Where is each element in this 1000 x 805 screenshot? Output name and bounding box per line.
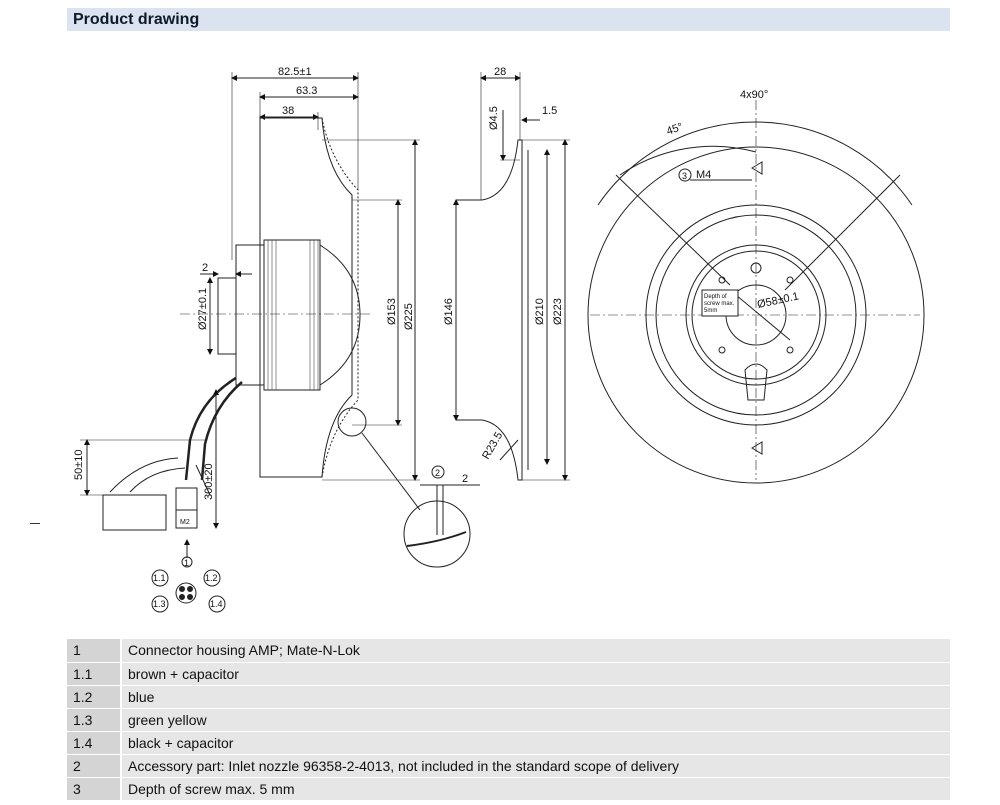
dim-cable-50: 50±10 <box>73 449 85 480</box>
table-row: 2 Accessory part: Inlet nozzle 96358-2-4… <box>67 754 950 778</box>
section-title: Product drawing <box>73 11 200 28</box>
dim-cable-300: 300±20 <box>203 463 215 500</box>
legend-id: 1.2 <box>67 685 121 709</box>
dim-r23-5: R23.5 <box>480 430 505 461</box>
connector-tag: M2 <box>180 519 190 526</box>
side-view <box>80 72 480 613</box>
section-header: Product drawing <box>67 8 950 31</box>
depth-note-line-1: Depth of <box>704 294 727 300</box>
depth-note-line-2: screw max. <box>704 301 735 307</box>
callout-2: 2 <box>435 468 440 478</box>
legend-text: Connector housing AMP; Mate-N-Lok <box>120 639 950 663</box>
dim-d210: Ø210 <box>534 298 546 325</box>
legend-text: Accessory part: Inlet nozzle 96358-2-401… <box>120 754 950 778</box>
dim-4-5: Ø4.5 <box>488 106 500 130</box>
table-row: 3 Depth of screw max. 5 mm <box>67 777 950 801</box>
nozzle-view <box>453 72 570 481</box>
callout-3: 3 <box>682 171 687 181</box>
legend-id: 1.4 <box>67 731 121 755</box>
legend-text: Depth of screw max. 5 mm <box>120 777 950 801</box>
table-row: 1 Connector housing AMP; Mate-N-Lok <box>67 639 950 663</box>
legend-id: 2 <box>67 754 121 778</box>
dim-2-side: 2 <box>202 262 208 274</box>
table-row: 1.4 black + capacitor <box>67 731 950 755</box>
thread-m4: M4 <box>696 169 711 181</box>
dim-hub: Ø27±0.1 <box>197 288 209 330</box>
legend-id: 1 <box>67 639 121 663</box>
drawing-canvas: 82.5±1 63.3 38 2 Ø27±0.1 Ø153 Ø225 50±10… <box>73 66 925 613</box>
dim-2-nozzle: 2 <box>462 473 468 485</box>
legend-text: black + capacitor <box>120 731 950 755</box>
legend-id: 1.1 <box>67 662 121 686</box>
side-view-labels: 82.5±1 63.3 38 2 Ø27±0.1 Ø153 Ø225 50±10… <box>73 66 440 609</box>
legend-id: 3 <box>67 777 121 801</box>
callout-1: 1 <box>184 558 189 568</box>
dim-4x90: 4x90° <box>740 89 768 101</box>
nozzle-view-labels: 28 Ø4.5 1.5 Ø146 Ø210 Ø223 R23.5 2 <box>443 66 564 485</box>
front-view <box>587 100 925 484</box>
dim-d223: Ø223 <box>552 298 564 325</box>
dim-45deg: 45° <box>665 121 685 138</box>
table-row: 1.3 green yellow <box>67 708 950 732</box>
dim-1-5: 1.5 <box>542 105 557 117</box>
margin-mark <box>30 523 40 524</box>
dim-d153: Ø153 <box>386 298 398 325</box>
dim-63: 63.3 <box>296 85 317 97</box>
pin-label-1-1: 1.1 <box>153 573 166 583</box>
legend-table: 1 Connector housing AMP; Mate-N-Lok 1.1 … <box>67 639 950 801</box>
technical-drawing: 82.5±1 63.3 38 2 Ø27±0.1 Ø153 Ø225 50±10… <box>0 40 1000 630</box>
table-row: 1.1 brown + capacitor <box>67 662 950 686</box>
dim-total-width: 82.5±1 <box>278 66 312 78</box>
legend-id: 1.3 <box>67 708 121 732</box>
dim-d225: Ø225 <box>403 303 415 330</box>
dim-38: 38 <box>282 105 294 117</box>
table-row: 1.2 blue <box>67 685 950 709</box>
pin-label-1-2: 1.2 <box>205 573 218 583</box>
legend-text: blue <box>120 685 950 709</box>
pin-label-1-3: 1.3 <box>153 599 166 609</box>
legend-text: green yellow <box>120 708 950 732</box>
front-view-labels: 4x90° 45° 3 M4 Ø58±0.1 Depth of screw ma… <box>665 89 800 314</box>
pin-label-1-4: 1.4 <box>210 599 223 609</box>
depth-note-line-3: 5mm <box>704 308 717 314</box>
dim-d146: Ø146 <box>443 298 455 325</box>
dim-28: 28 <box>494 66 506 78</box>
dim-d58: Ø58±0.1 <box>756 290 800 310</box>
legend-text: brown + capacitor <box>120 662 950 686</box>
